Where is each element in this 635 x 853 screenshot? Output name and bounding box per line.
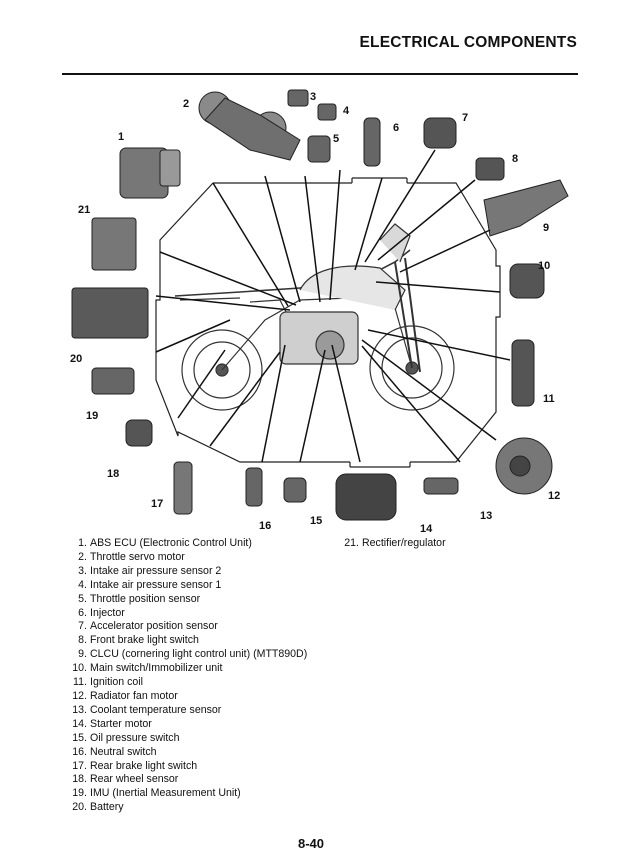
callout-8: 8 [512, 153, 518, 165]
legend-item: 11.Ignition coil [73, 676, 143, 689]
component-battery [71, 287, 149, 339]
component-accelerator-sensor [423, 117, 457, 149]
legend-item: 16.Neutral switch [72, 745, 157, 758]
legend-item: 9.CLCU (cornering light control unit) (M… [78, 648, 308, 661]
component-throttle-bodies [198, 91, 301, 161]
legend-item: 13.Coolant temperature sensor [72, 703, 222, 716]
component-radiator-fan [495, 437, 553, 495]
callout-10: 10 [538, 260, 550, 272]
component-rear-wheel-sensor [125, 419, 153, 447]
callout-2: 2 [183, 98, 189, 110]
callout-7: 7 [462, 112, 468, 124]
callout-20: 20 [70, 353, 82, 365]
electrical-components-diagram: 1 2 3 4 5 6 7 8 9 10 11 12 13 14 15 16 1… [70, 89, 569, 535]
legend-item: 21.Rectifier/regulator [344, 537, 446, 549]
component-abs-ecu [119, 147, 181, 199]
callout-19: 19 [86, 410, 98, 422]
legend-item: 4.Intake air pressure sensor 1 [78, 578, 222, 591]
page-number: 8-40 [298, 836, 325, 851]
callout-5: 5 [333, 133, 339, 145]
callout-15: 15 [310, 515, 322, 527]
legend-item: 2.Throttle servo motor [78, 550, 185, 563]
callout-17: 17 [151, 498, 163, 510]
callout-11: 11 [543, 393, 555, 405]
callout-16: 16 [259, 520, 271, 532]
component-rectifier [91, 217, 137, 271]
leader-lines [155, 149, 511, 463]
legend-item: 10.Main switch/Immobilizer unit [72, 662, 223, 675]
legend-item: 17.Rear brake light switch [72, 759, 198, 772]
legend-item: 20.Battery [72, 801, 124, 814]
legend-item: 7.Accelerator position sensor [78, 620, 218, 633]
legend-item: 6.Injector [78, 606, 125, 619]
legend-item: 5.Throttle position sensor [78, 592, 201, 605]
component-front-brake-switch [475, 157, 505, 181]
component-intake-sensor-2 [287, 89, 309, 107]
callout-6: 6 [393, 122, 399, 134]
component-neutral-switch [245, 467, 263, 507]
component-throttle-position-sensor [307, 135, 331, 163]
callout-13: 13 [480, 510, 492, 522]
component-main-switch [509, 263, 545, 299]
component-oil-pressure-switch [283, 477, 307, 503]
callout-9: 9 [543, 222, 549, 234]
component-rear-brake-switch [173, 461, 193, 515]
component-intake-sensor-1 [317, 103, 337, 121]
callout-21: 21 [78, 204, 90, 216]
legend-item: 19.IMU (Inertial Measurement Unit) [72, 787, 241, 800]
legend-item: 8.Front brake light switch [78, 634, 199, 647]
legend-item: 3.Intake air pressure sensor 2 [78, 564, 222, 577]
legend-item: 14.Starter motor [72, 717, 152, 730]
page-title: ELECTRICAL COMPONENTS [359, 34, 577, 51]
legend-item: 18.Rear wheel sensor [72, 773, 179, 786]
component-ignition-coil [511, 339, 535, 407]
callout-18: 18 [107, 468, 119, 480]
callout-3: 3 [310, 91, 316, 103]
title-divider [62, 73, 578, 75]
component-clcu [483, 179, 569, 237]
callout-numbers: 1 2 3 4 5 6 7 8 9 10 11 12 13 14 15 16 1… [70, 91, 560, 535]
component-coolant-sensor [423, 477, 459, 495]
motorcycle-illustration [174, 223, 455, 411]
callout-4: 4 [343, 105, 350, 117]
legend-list-right: 21.Rectifier/regulator [343, 537, 446, 551]
legend-item: 15.Oil pressure switch [72, 731, 180, 744]
callout-1: 1 [118, 131, 124, 143]
legend-item: 1.ABS ECU (Electronic Control Unit) [78, 537, 252, 549]
legend-list-left: 1.ABS ECU (Electronic Control Unit) 2.Th… [71, 537, 307, 815]
callout-14: 14 [420, 523, 433, 535]
component-imu [91, 367, 135, 395]
legend-item: 12.Radiator fan motor [72, 689, 178, 702]
component-injector [363, 117, 381, 167]
component-starter-motor [335, 473, 397, 521]
callout-12: 12 [548, 490, 560, 502]
